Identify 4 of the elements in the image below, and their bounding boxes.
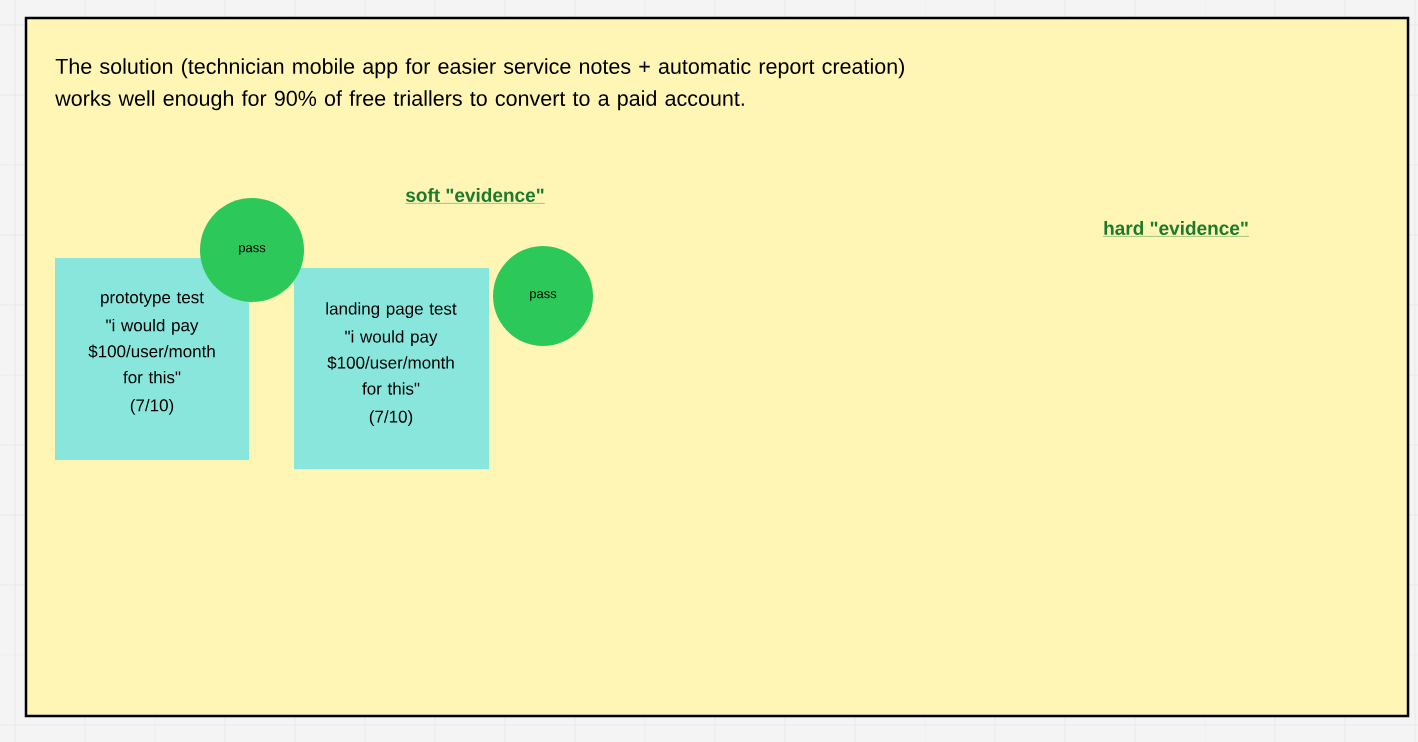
section-heading: soft "evidence" xyxy=(405,188,545,204)
section-heading: hard "evidence" xyxy=(1102,221,1250,237)
sticky-note: prototype test "i would pay $100/user/month for this" (7/10) xyxy=(55,258,249,460)
sticky-note: landing page test "i would pay $100/user/month for this" (7/10) xyxy=(294,268,489,469)
